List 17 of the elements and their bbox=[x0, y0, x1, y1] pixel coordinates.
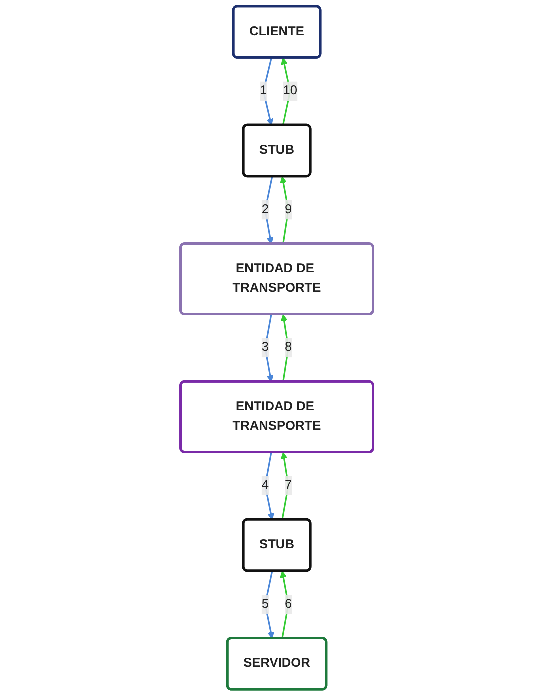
edge-label: 8 bbox=[284, 340, 292, 354]
edge-label: 6 bbox=[284, 597, 292, 612]
edge-label: 10 bbox=[282, 84, 298, 98]
edge-label: 3 bbox=[261, 340, 268, 354]
arrow bbox=[280, 571, 289, 639]
arrow bbox=[264, 452, 274, 520]
arrow bbox=[264, 314, 274, 382]
arrow bbox=[264, 571, 274, 639]
edge-label: 5 bbox=[261, 597, 268, 612]
arrow bbox=[264, 176, 274, 244]
edge-label: 7 bbox=[284, 478, 292, 492]
edge-label: 9 bbox=[284, 202, 292, 216]
edge-label: 1 bbox=[260, 84, 267, 98]
edge-label: 4 bbox=[261, 478, 268, 492]
arrow bbox=[280, 452, 289, 520]
arrow bbox=[280, 58, 291, 126]
edge-label: 2 bbox=[261, 202, 268, 216]
